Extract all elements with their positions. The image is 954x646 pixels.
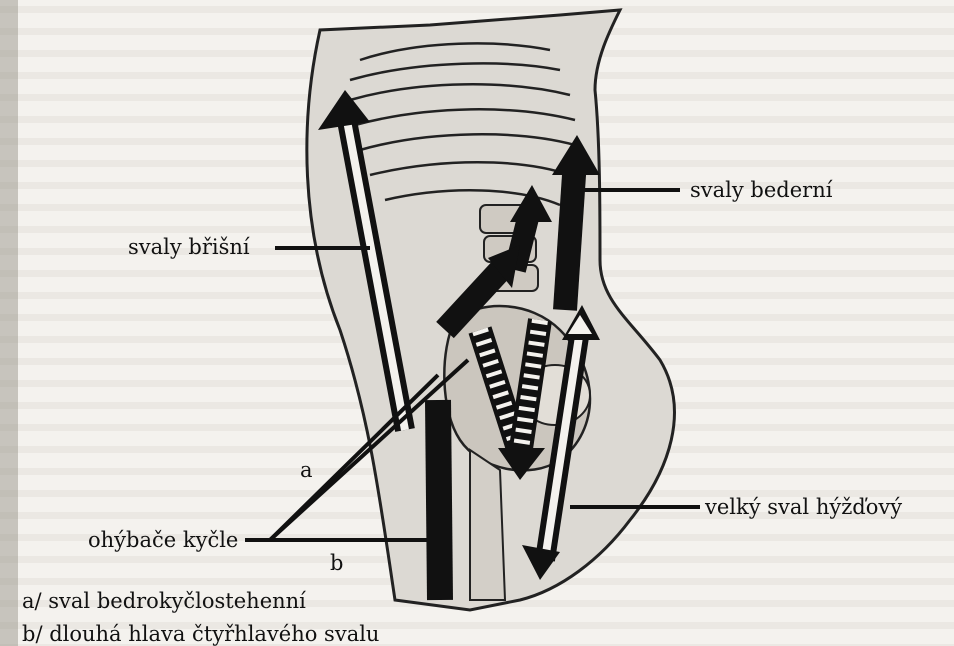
label-gluteus-maximus: velký sval hýžďový <box>705 497 902 518</box>
legend-item-b: b/ dlouhá hlava čtyřhlavého svalu <box>22 624 379 645</box>
label-marker-b: b <box>330 553 343 574</box>
label-marker-a: a <box>300 460 313 481</box>
label-lumbar-muscles: svaly bederní <box>690 180 832 201</box>
femur <box>470 450 505 600</box>
label-abdominal-muscles: svaly břišní <box>128 237 250 258</box>
label-hip-flexors: ohýbače kyčle <box>88 530 238 551</box>
legend-item-a: a/ sval bedrokyčlostehenní <box>22 591 306 612</box>
